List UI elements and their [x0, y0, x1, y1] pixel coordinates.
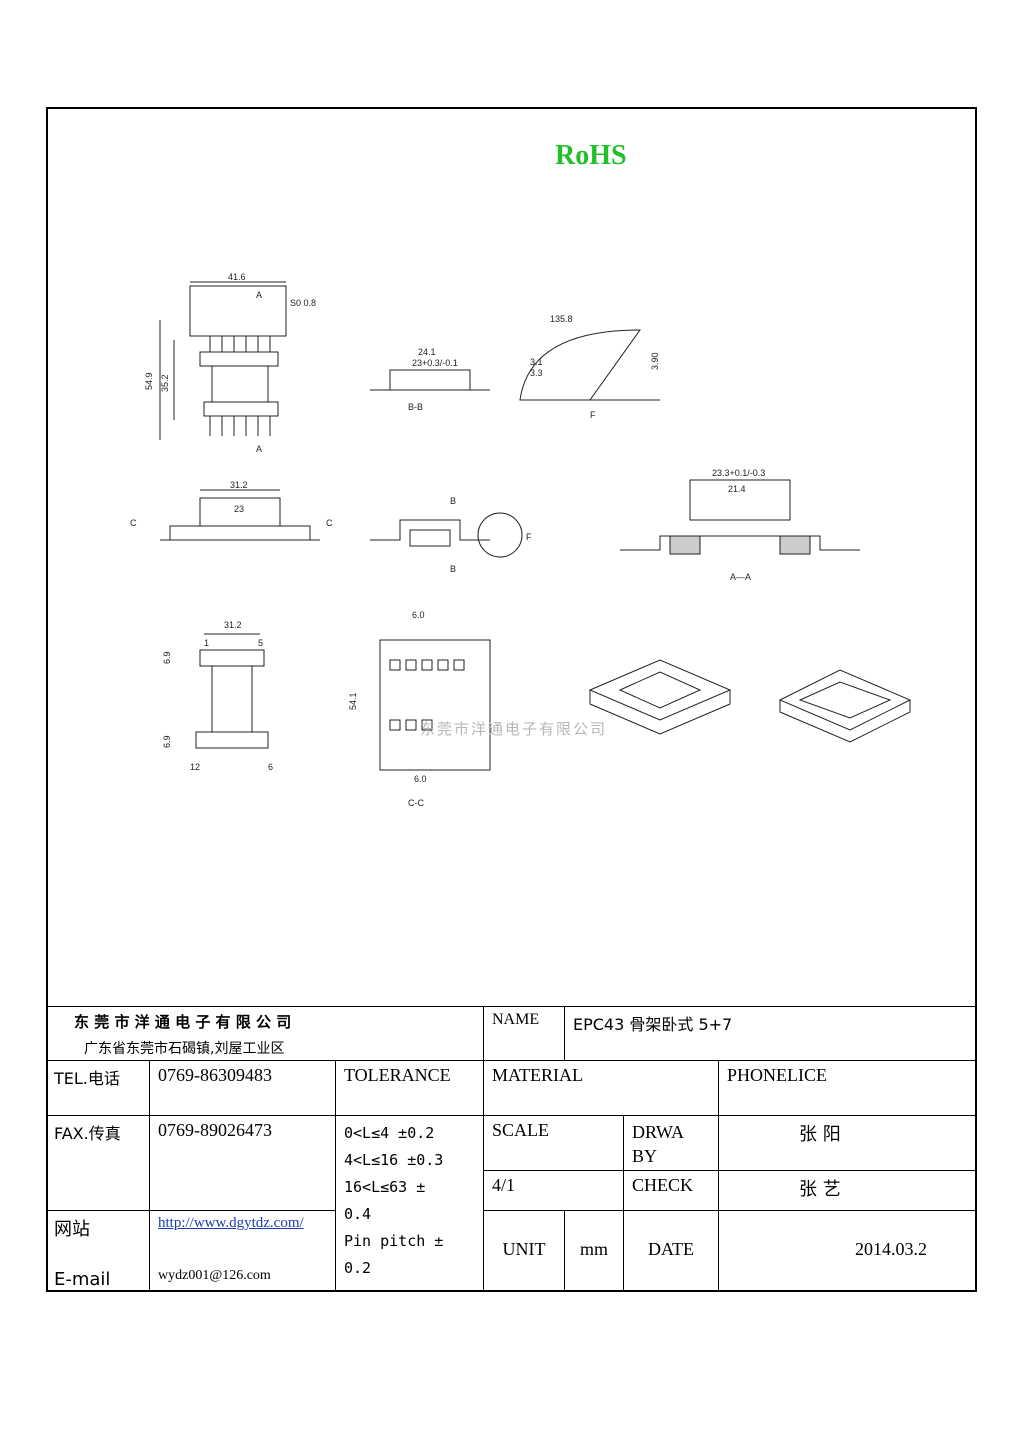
front-view: 31.2 23 C C: [130, 480, 333, 541]
name-label: NAME: [484, 1006, 565, 1061]
svg-text:B: B: [450, 496, 456, 506]
drawing-frame: [46, 107, 977, 1292]
date-value: 2014.03.2: [855, 1239, 927, 1259]
fax-value: 0769-89026473: [150, 1116, 336, 1211]
technical-drawing: 41.6 54.9 35.2 S0 0.8 A A 24.1 23+0.3/-0…: [130, 272, 912, 808]
name-value: EPC43 骨架卧式 5+7: [565, 1006, 977, 1061]
svg-text:B: B: [450, 564, 456, 574]
svg-text:1: 1: [204, 638, 209, 648]
svg-text:21.4: 21.4: [728, 484, 746, 494]
svg-text:35.2: 35.2: [160, 374, 170, 392]
svg-text:B-B: B-B: [408, 402, 423, 412]
company-name: 东 莞 市 洋 通 电 子 有 限 公 司: [74, 1013, 292, 1031]
svg-text:54.1: 54.1: [348, 692, 358, 710]
svg-text:F: F: [590, 410, 596, 420]
unit-label: UNIT: [484, 1211, 565, 1292]
svg-text:135.8: 135.8: [550, 314, 573, 324]
rohs-mark: RoHS: [555, 140, 627, 171]
svg-text:6.0: 6.0: [414, 774, 427, 784]
date-label: DATE: [624, 1211, 719, 1292]
svg-text:3.3: 3.3: [530, 368, 543, 378]
watermark: 东莞市洋通电子有限公司: [420, 720, 608, 738]
iso-view-1: [588, 659, 732, 735]
side-profile-view: B B F: [370, 496, 532, 574]
svg-text:3.1: 3.1: [530, 357, 543, 367]
svg-text:23.3+0.1/-0.3: 23.3+0.1/-0.3: [712, 468, 765, 478]
svg-text:31.2: 31.2: [224, 620, 242, 630]
svg-text:31.2: 31.2: [230, 480, 248, 490]
bb-view: 24.1 23+0.3/-0.1 B-B: [370, 347, 490, 412]
cc-footprint-view: 6.0 6.0 54.1 C-C: [348, 610, 491, 808]
website-link[interactable]: http://www.dgytdz.com/: [158, 1215, 304, 1231]
fax-label: FAX.传真: [46, 1116, 150, 1211]
check-value: 张 艺: [719, 1171, 977, 1211]
material-value: PHONELICE: [719, 1061, 977, 1116]
scale-label: SCALE: [484, 1116, 624, 1171]
aa-section-view: 23.3+0.1/-0.3 21.4 A—A: [620, 468, 860, 582]
unit-value: mm: [565, 1211, 624, 1292]
svg-text:54.9: 54.9: [144, 372, 154, 390]
svg-text:6.9: 6.9: [162, 735, 172, 748]
check-label: CHECK: [624, 1171, 719, 1211]
svg-text:A—A: A—A: [730, 572, 751, 582]
svg-text:5: 5: [258, 638, 263, 648]
material-label: MATERIAL: [484, 1061, 719, 1116]
svg-text:A: A: [256, 290, 262, 300]
svg-text:3.90: 3.90: [650, 352, 660, 370]
svg-text:C-C: C-C: [408, 798, 424, 808]
tel-label: TEL.电话: [46, 1061, 150, 1116]
detail-arc-view: 135.8 3.1 3.3 3.90 F: [519, 314, 660, 420]
svg-text:C: C: [326, 518, 333, 528]
company-address: 广东省东莞市石碣镇,刘屋工业区: [84, 1041, 285, 1057]
scale-value: 4/1: [484, 1171, 624, 1211]
svg-text:S0 0.8: S0 0.8: [290, 298, 316, 308]
web-email-values: http://www.dgytdz.com/ wydz001@126.com: [150, 1211, 336, 1292]
tolerance-values: 0<L≤4 ±0.2 4<L≤16 ±0.3 16<L≤63 ± 0.4 Pin…: [336, 1116, 484, 1292]
svg-text:6: 6: [268, 762, 273, 772]
svg-text:6.0: 6.0: [412, 610, 425, 620]
top-width-label: 41.6: [228, 272, 246, 282]
title-block: 东 莞 市 洋 通 电 子 有 限 公 司 广东省东莞市石碣镇,刘屋工业区 NA…: [46, 1006, 977, 1292]
company-cell: 东 莞 市 洋 通 电 子 有 限 公 司 广东省东莞市石碣镇,刘屋工业区: [46, 1006, 484, 1061]
tel-value: 0769-86309483: [150, 1061, 336, 1116]
svg-text:A: A: [256, 444, 262, 454]
svg-text:C: C: [130, 518, 137, 528]
top-view: 41.6 54.9 35.2 S0 0.8 A A: [144, 272, 316, 454]
svg-text:F: F: [526, 532, 532, 542]
web-email-labels: 网站 E-mail: [46, 1211, 150, 1292]
iso-view-2: [778, 669, 912, 743]
svg-text:24.1: 24.1: [418, 347, 436, 357]
svg-text:23+0.3/-0.1: 23+0.3/-0.1: [412, 358, 458, 368]
svg-text:12: 12: [190, 762, 200, 772]
bottom-view: 31.2 1 5 12 6 6.9 6.9: [162, 620, 273, 772]
email-value: wydz001@126.com: [158, 1268, 271, 1283]
svg-text:6.9: 6.9: [162, 651, 172, 664]
svg-text:23: 23: [234, 504, 244, 514]
drawn-by-value: 张 阳: [719, 1116, 977, 1171]
tolerance-label: TOLERANCE: [336, 1061, 484, 1116]
